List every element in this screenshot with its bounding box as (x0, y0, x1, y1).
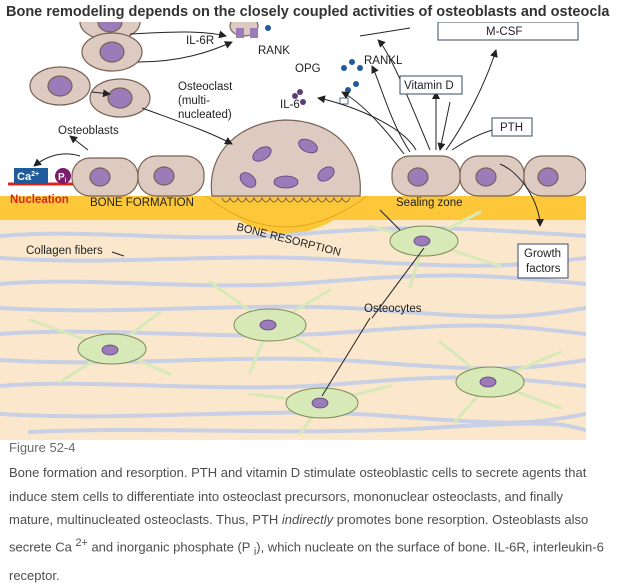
vitamin-d-box (399, 75, 463, 95)
ruffled-border (221, 196, 351, 203)
label-osteoblasts: Osteoblasts (58, 125, 119, 137)
figure-number: Figure 52-4 (9, 440, 76, 455)
label-collagen-fibers: Collagen fibers (26, 245, 103, 257)
figure-caption: Bone formation and resorption. PTH and v… (9, 465, 604, 583)
resorption-pit (208, 196, 365, 234)
osteoclast-nuclei (239, 138, 335, 189)
label-phosphate: Pi (58, 172, 67, 184)
label-growth-factors-1: Growth (524, 248, 561, 260)
label-osteoclast-3: nucleated) (178, 109, 232, 121)
label-growth-factors-2: factors (526, 263, 561, 275)
osteoblasts-left (71, 155, 205, 197)
stem-cells (29, 22, 259, 118)
label-mcsf: M-CSF (486, 26, 522, 38)
phosphate-circle (55, 168, 71, 184)
label-opg: OPG (295, 63, 321, 75)
label-osteocytes: Osteocytes (364, 303, 422, 315)
page-title: Bone remodeling depends on the closely c… (6, 4, 610, 20)
label-osteoclast-2: (multi- (178, 95, 210, 107)
pth-box (491, 117, 533, 137)
osteoblasts-right (391, 155, 586, 197)
label-pth: PTH (500, 122, 523, 134)
calcium-box (14, 168, 48, 184)
label-calcium: Ca2+ (17, 171, 39, 183)
growth-factors-box (517, 243, 569, 279)
label-bone-formation: BONE FORMATION (90, 197, 194, 209)
mcsf-box (437, 22, 579, 41)
pathway-arrows (33, 27, 544, 231)
label-osteoclast-1: Osteoclast (178, 81, 233, 93)
label-nucleation: Nucleation (10, 194, 69, 206)
label-il6: IL-6 (280, 99, 300, 111)
osteocyte-nuclei (101, 235, 497, 409)
label-rankl: RANKL (364, 55, 403, 67)
signal-molecules (236, 25, 363, 105)
label-il6r: IL-6R (186, 35, 214, 47)
label-sealing-zone: Sealing zone (396, 197, 463, 209)
bone-remodeling-diagram: IL-6R RANK RANKL OPG M-CSF Vitamin D Ost… (0, 22, 586, 440)
label-rank: RANK (258, 45, 290, 57)
label-vitamin-d: Vitamin D (404, 80, 454, 92)
